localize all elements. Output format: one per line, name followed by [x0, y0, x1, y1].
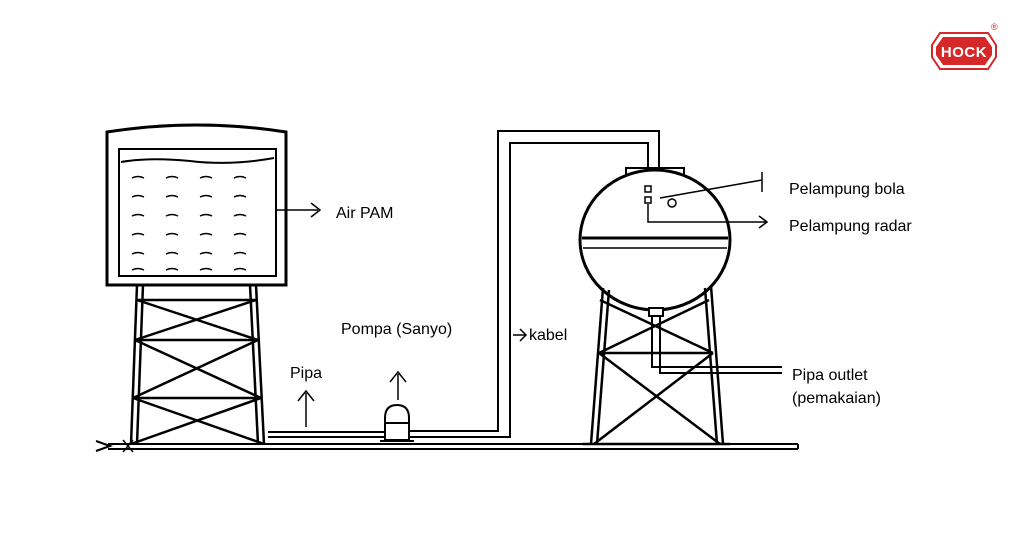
air-pam-callout [276, 202, 322, 218]
label-pipa-outlet: Pipa outlet [792, 367, 868, 384]
outlet-pipe [409, 130, 660, 438]
kabel-arrow [513, 328, 528, 342]
logo-text: HOCK [941, 44, 987, 61]
tank-outlet-pipe [648, 307, 782, 374]
ball-float [659, 172, 763, 208]
label-pelampung-radar: Pelampung radar [789, 218, 912, 235]
hock-logo: HOCK ® [931, 22, 998, 70]
pipa-arrow [297, 389, 315, 427]
label-pelampung-bola: Pelampung bola [789, 181, 905, 198]
registered-mark: ® [991, 22, 998, 32]
radar-float [647, 204, 769, 229]
pump [380, 403, 414, 442]
pam-tower-stand [129, 284, 266, 446]
inlet-pipe [268, 431, 385, 438]
pompa-arrow [389, 370, 407, 400]
label-kabel: kabel [529, 327, 567, 344]
ground-line [95, 439, 799, 453]
label-pipa: Pipa [290, 365, 322, 382]
pam-water-tower [105, 123, 288, 446]
label-air-pam: Air PAM [336, 205, 393, 222]
label-pemakaian: (pemakaian) [792, 390, 881, 407]
spherical-tank [578, 167, 732, 312]
label-pompa: Pompa (Sanyo) [341, 321, 452, 338]
water-waves [131, 175, 247, 271]
